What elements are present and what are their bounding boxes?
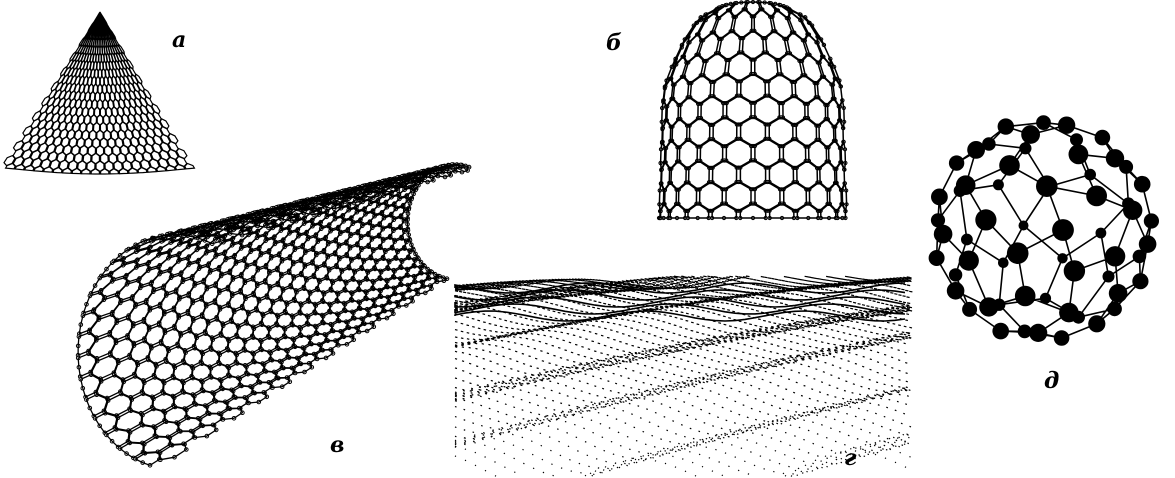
panel-b-capped-tube: б (606, 0, 848, 219)
panel-v-nanotube: в (76, 163, 471, 467)
panel-g-graphene-sheet: г (455, 276, 912, 476)
panel-label-d: д (1044, 368, 1059, 394)
panel-label-a: а (172, 27, 186, 53)
cone-lattice (4, 12, 194, 174)
panel-d-fullerene: д (929, 115, 1159, 394)
capped-tube-lattice (657, 0, 848, 219)
panel-a-cone: а (4, 12, 194, 174)
panel-label-v: в (330, 432, 344, 458)
fullerene-molecule (929, 115, 1159, 346)
panel-label-b: б (606, 30, 622, 56)
panel-label-g: г (844, 445, 857, 471)
nanotube-lattice (76, 163, 471, 467)
